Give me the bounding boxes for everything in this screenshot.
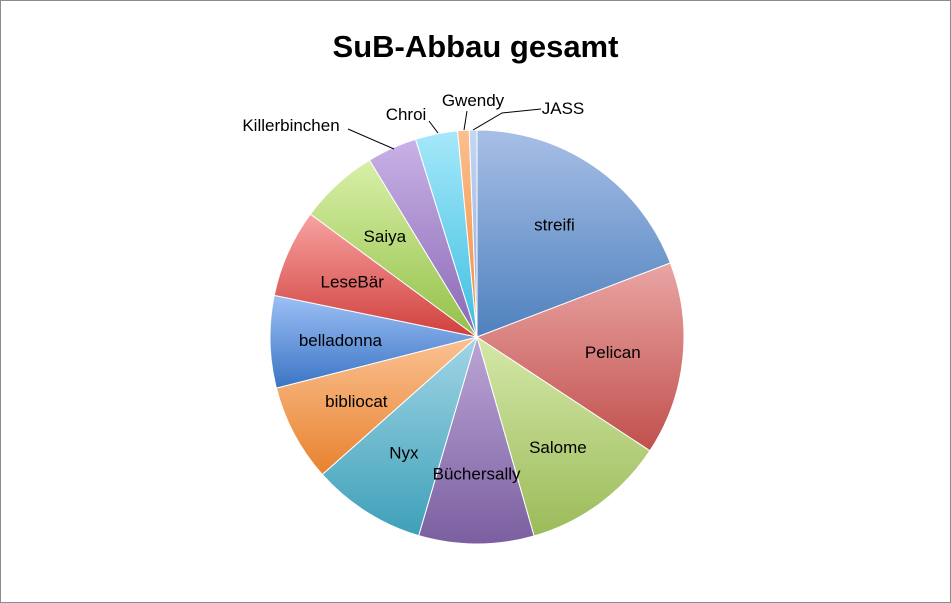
leader-line [347,128,395,150]
slice-label: Gwendy [442,91,505,110]
pie-slice-bibliocat [275,336,478,476]
slice-label: belladonna [299,331,383,350]
leader-line [428,120,439,134]
slice-label: LeseBär [321,272,385,291]
pie-slice-streifi [476,129,671,338]
pie-slice-büchersally [418,335,535,545]
slice-label: Nyx [389,443,419,462]
slice-label: Killerbinchen [242,116,339,135]
slice-label: Chroi [386,105,427,124]
pie-slice-pelican [475,262,685,452]
slice-label: bibliocat [325,392,388,411]
chart-title: SuB-Abbau gesamt [332,29,619,64]
slice-label: Salome [529,438,587,457]
pie-slice-nyx [321,335,478,537]
slice-label: Pelican [585,343,641,362]
slice-label: streifi [534,215,575,234]
leader-line [463,110,468,131]
slice-label: JASS [542,99,585,118]
slice-label: Saiya [364,227,407,246]
leader-line [472,108,542,131]
slice-label: Büchersally [433,465,521,484]
